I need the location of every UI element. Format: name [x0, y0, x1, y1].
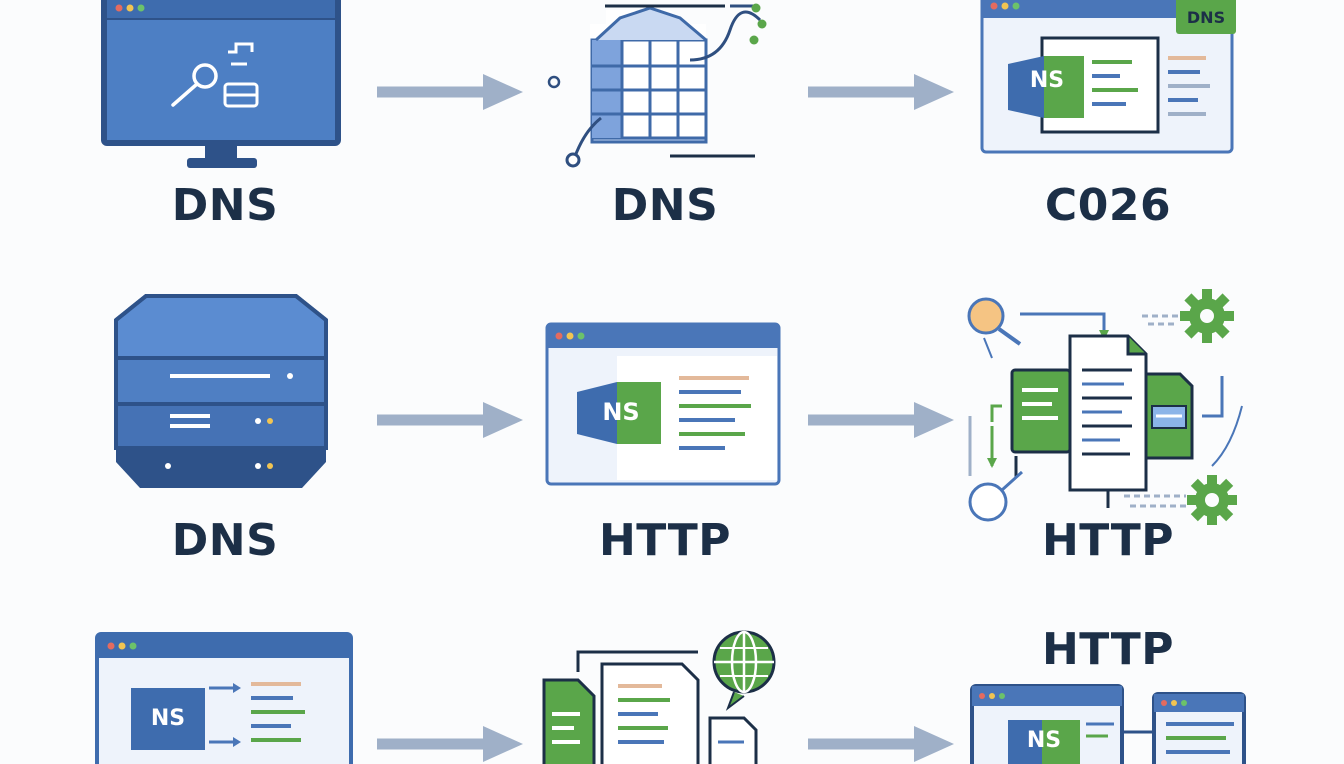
ns-window-icon: NS: [95, 632, 355, 764]
dns-table-icon: [540, 0, 780, 175]
label-dns-3: DNS: [171, 515, 279, 566]
ns-window-icon: NS: [545, 322, 785, 492]
arrow-right-icon: [806, 724, 956, 764]
label-c026: C026: [1044, 180, 1172, 231]
arrow-right-icon: [806, 72, 956, 112]
arrow-right-icon: [806, 400, 956, 440]
arrow-right-icon: [375, 724, 525, 764]
server-stack-icon: [110, 290, 340, 500]
ns-badge: NS: [150, 706, 186, 731]
label-http-2: HTTP: [1041, 515, 1175, 566]
ns-badge: NS: [1026, 728, 1062, 753]
ns-badge: NS: [1029, 68, 1065, 93]
label-http-1: HTTP: [598, 515, 732, 566]
label-http-3: HTTP: [1041, 624, 1175, 675]
ns-badge: NS: [602, 398, 640, 426]
documents-globe-icon: [538, 630, 788, 764]
browser-windows-icon: NS: [968, 682, 1258, 764]
label-dns-1: DNS: [171, 180, 279, 231]
dns-tag: DNS: [1186, 8, 1226, 27]
monitor-search-icon: [95, 0, 355, 180]
label-dns-2: DNS: [611, 180, 719, 231]
arrow-right-icon: [375, 400, 525, 440]
http-flow-icon: [962, 286, 1262, 536]
arrow-right-icon: [375, 72, 525, 112]
ns-window-icon: NS DNS: [980, 0, 1250, 160]
